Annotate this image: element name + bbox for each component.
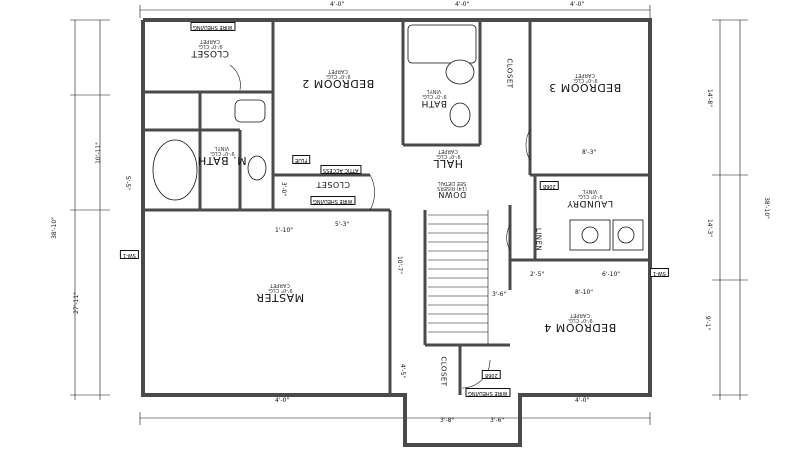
dim-left-b: 27'-11": [72, 292, 80, 314]
dim-closet-vertical: 3'-0": [280, 181, 288, 197]
dim-stair-width: 3'-8": [440, 417, 455, 424]
dim-bedroom3-width: 8'-3": [582, 149, 597, 156]
wire-shelving-tag-3: WIRE SHELVING: [465, 388, 511, 397]
closet-stair-label: CLOSET: [439, 356, 448, 387]
dim-hall-width-2: 1'-10": [275, 227, 294, 234]
linen-label: LINEN: [534, 227, 543, 252]
hall-label: HALL 9'-0" CLG. CARPET: [423, 148, 473, 170]
master-label: MASTER 9'-0" CLG. CARPET: [240, 282, 320, 304]
bath-label: BATH 9'-0" CLG. VINYL: [412, 88, 456, 108]
bedroom-3-floor: CARPET: [575, 72, 595, 78]
dim-top-left: 4'-0": [330, 1, 345, 8]
dim-stair-vertical: 10'-7": [396, 255, 404, 275]
bedroom-3-label: BEDROOM 3 9'-0" CLG. CARPET: [545, 72, 625, 94]
closet-mbath-floor: CARPET: [200, 38, 220, 44]
mbath-label: M. BATH 9'-0" CLG. VINYL: [192, 145, 252, 167]
bedroom-3-name: BEDROOM 3: [548, 81, 622, 94]
laundry-label: LAUNDRY 9'-0" CLG. VINYL: [560, 188, 620, 208]
closet-mbath-label: CLOSET 9'-0" CLG. CARPET: [180, 38, 240, 58]
laundry-name: LAUNDRY: [566, 198, 614, 208]
attic-access-tag: ATTIC ACCESS: [320, 165, 362, 174]
dim-bottom-mid: 4'-0": [575, 397, 590, 404]
dim-stair-width-3: 3'-6": [492, 291, 507, 298]
closet-hall-label: CLOSET: [505, 58, 514, 89]
dim-right-c: 9'-1": [704, 315, 712, 331]
mbath-floor: VINYL: [214, 145, 230, 151]
dim-bottom-left: 4'-0": [275, 397, 290, 404]
bedroom-2-label: BEDROOM 2 9'-0" CLG. CARPET: [298, 68, 378, 90]
bedroom-4-label: BEDROOM 4 9'-0" CLG. CARPET: [540, 312, 620, 334]
bath-floor: VINYL: [426, 88, 442, 94]
dim-overall-left: 38'-10": [50, 217, 58, 239]
dim-stair-width-2: 3'-6": [490, 417, 505, 424]
sw1-tag-left: SW-1: [120, 250, 139, 259]
dim-right-a: 14'-8": [706, 88, 714, 108]
laundry-floor: VINYL: [582, 188, 598, 194]
dim-overall-right: 38'-10": [762, 197, 770, 219]
wire-shelving-tag: WIRE SHELVING: [310, 196, 356, 205]
bedroom-4-floor: CARPET: [570, 312, 590, 318]
hall-floor: CARPET: [438, 148, 458, 154]
stair-down-note: SEE DETAIL: [437, 180, 467, 186]
bedroom-2-floor: CARPET: [328, 68, 348, 74]
dim-linen-width: 2'-5": [530, 271, 545, 278]
dim-top-right: 4'-0": [570, 1, 585, 8]
sw1-tag-right: SW-1: [650, 268, 669, 277]
master-floor: CARPET: [270, 282, 290, 288]
dim-bedroom4-width: 8'-10": [575, 289, 594, 296]
flue-tag: FLUE: [292, 155, 311, 164]
dim-left-a: 10'-11": [94, 142, 102, 164]
dim-mbath-vertical: 5'-5": [124, 175, 132, 191]
bedroom-2-name: BEDROOM 2: [301, 77, 375, 90]
door-2068-tag: 2068: [482, 370, 501, 379]
stair-down-label: DOWN (14) RISERS SEE DETAIL: [432, 180, 472, 199]
closet-mbath-name: CLOSET: [191, 48, 229, 58]
mbath-name: M. BATH: [197, 154, 247, 167]
bath-name: BATH: [421, 98, 447, 108]
hall-name: HALL: [432, 157, 464, 170]
wire-shelving-tag-2: WIRE SHELVING: [190, 22, 236, 31]
door-2068-tag-2: 2068: [540, 181, 559, 190]
stair-down-name: DOWN: [437, 190, 467, 199]
dim-laundry-width: 6'-10": [602, 271, 621, 278]
closet-b2-label: CLOSET: [315, 180, 351, 189]
dim-hall-width: 5'-3": [335, 221, 350, 228]
dim-mid-vertical: 4'-5": [399, 363, 407, 379]
dim-right-b: 14'-3": [706, 218, 714, 238]
bedroom-4-name: BEDROOM 4: [543, 321, 617, 334]
master-name: MASTER: [255, 291, 305, 304]
dim-top-mid: 4'-0": [455, 1, 470, 8]
